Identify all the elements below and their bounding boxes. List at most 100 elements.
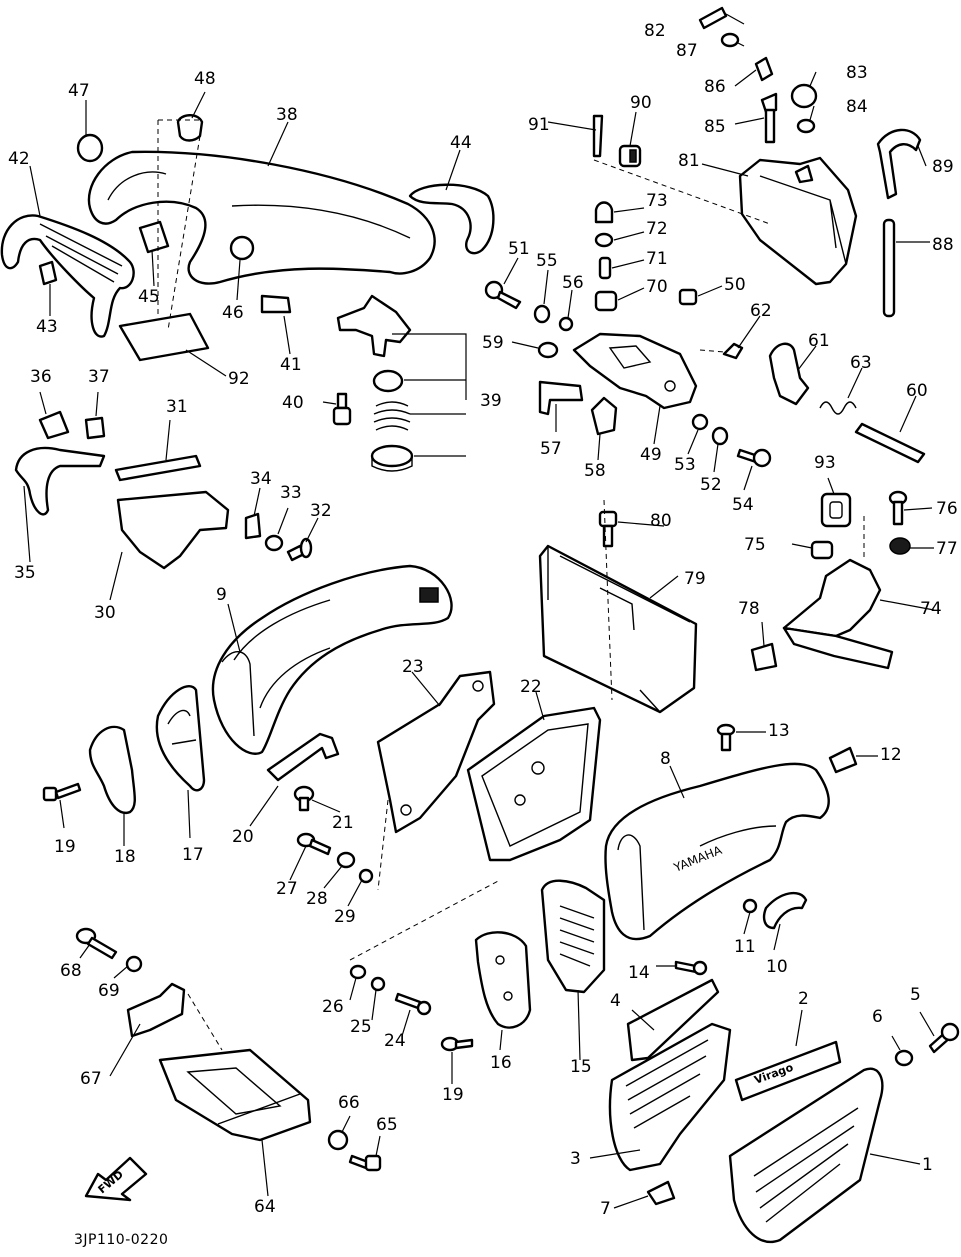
callout-78: 78 — [738, 599, 760, 619]
bolt-27 — [296, 832, 332, 856]
screw-14 — [674, 960, 708, 976]
bolt-19-left — [42, 782, 82, 802]
cap-47 — [76, 133, 104, 163]
callout-2: 2 — [798, 989, 809, 1009]
callout-64: 64 — [254, 1197, 276, 1217]
callout-53: 53 — [674, 455, 696, 475]
battery-box-79 — [538, 544, 698, 714]
part-number-labels: 1 2 3 4 5 6 7 8 9 10 11 12 13 14 15 16 1… — [8, 21, 958, 1219]
callout-38: 38 — [276, 105, 298, 125]
callout-44: 44 — [450, 133, 472, 153]
callout-92: 92 — [228, 369, 250, 389]
plate-41 — [260, 294, 292, 314]
bolt-65 — [348, 1154, 382, 1172]
plate-22 — [466, 706, 602, 862]
screw-21 — [293, 785, 315, 812]
callout-74: 74 — [920, 599, 942, 619]
damper-50 — [678, 288, 698, 306]
callout-54: 54 — [732, 495, 754, 515]
bolt-5 — [928, 1022, 960, 1054]
cover-17 — [155, 685, 206, 792]
callout-93: 93 — [814, 453, 836, 473]
cap-84 — [796, 118, 816, 134]
clip-78 — [750, 642, 778, 672]
callout-61: 61 — [808, 331, 830, 351]
washer-29 — [358, 868, 374, 884]
callout-4: 4 — [610, 991, 621, 1011]
bracket-35 — [14, 446, 106, 516]
fitting-86 — [754, 56, 774, 82]
clip-10 — [762, 891, 808, 930]
screw-13 — [716, 723, 736, 752]
callout-3: 3 — [570, 1149, 581, 1169]
hose-89 — [876, 128, 922, 200]
grommet-48 — [176, 114, 204, 142]
callout-59: 59 — [482, 333, 504, 353]
clip-62 — [722, 342, 744, 360]
shaft-60 — [854, 422, 926, 464]
callout-66: 66 — [338, 1093, 360, 1113]
cover-16 — [474, 931, 532, 1029]
callout-84: 84 — [846, 97, 868, 117]
bracket-74 — [782, 558, 894, 670]
callout-41: 41 — [280, 355, 302, 375]
callout-18: 18 — [114, 847, 136, 867]
callout-5: 5 — [910, 985, 921, 1005]
bracket-18 — [88, 725, 136, 815]
callout-67: 67 — [80, 1069, 102, 1089]
callout-60: 60 — [906, 381, 928, 401]
callout-26: 26 — [322, 997, 344, 1017]
callout-91: 91 — [528, 115, 550, 135]
washer-56 — [558, 316, 574, 332]
callout-50: 50 — [724, 275, 746, 295]
bolt-54 — [736, 448, 772, 468]
callout-16: 16 — [490, 1053, 512, 1073]
tank-81 — [738, 156, 858, 286]
cover-9 — [211, 564, 453, 755]
callout-7: 7 — [600, 1199, 611, 1219]
callout-28: 28 — [306, 889, 328, 909]
nut-69 — [125, 955, 143, 973]
callout-13: 13 — [768, 721, 790, 741]
callout-37: 37 — [88, 367, 110, 387]
callout-72: 72 — [646, 219, 668, 239]
callout-33: 33 — [280, 483, 302, 503]
pad-45 — [138, 220, 170, 254]
valve-85 — [760, 92, 778, 144]
bracket-67 — [126, 982, 186, 1038]
bolt-68 — [75, 927, 118, 960]
side-cover-3 — [608, 1022, 732, 1172]
washer-6 — [894, 1049, 914, 1067]
fwd-arrow-icon: FWD — [84, 1156, 148, 1202]
cover-15 — [540, 879, 606, 994]
plate-4 — [626, 978, 720, 1062]
callout-21: 21 — [332, 813, 354, 833]
callout-43: 43 — [36, 317, 58, 337]
bolt-80 — [598, 510, 618, 548]
callout-15: 15 — [570, 1057, 592, 1077]
callout-14: 14 — [628, 963, 650, 983]
callout-20: 20 — [232, 827, 254, 847]
callout-8: 8 — [660, 749, 671, 769]
washer-55 — [533, 304, 551, 324]
callout-80: 80 — [650, 511, 672, 531]
callout-90: 90 — [630, 93, 652, 113]
callout-75: 75 — [744, 535, 766, 555]
lever-61 — [768, 342, 810, 406]
callout-39: 39 — [480, 391, 502, 411]
washer-53 — [691, 413, 709, 431]
damper-70 — [594, 290, 618, 312]
bolt-40 — [332, 392, 352, 426]
bolt-51 — [484, 280, 522, 310]
rear-fender-38 — [87, 150, 436, 285]
leader-lines — [23, 13, 935, 1209]
callout-42: 42 — [8, 149, 30, 169]
callout-34: 34 — [250, 469, 272, 489]
bracket-12 — [828, 746, 858, 774]
clip-36 — [38, 410, 70, 440]
bolt-24 — [394, 992, 432, 1016]
callout-51: 51 — [508, 239, 530, 259]
callout-25: 25 — [350, 1017, 372, 1037]
nut-66 — [327, 1129, 349, 1151]
